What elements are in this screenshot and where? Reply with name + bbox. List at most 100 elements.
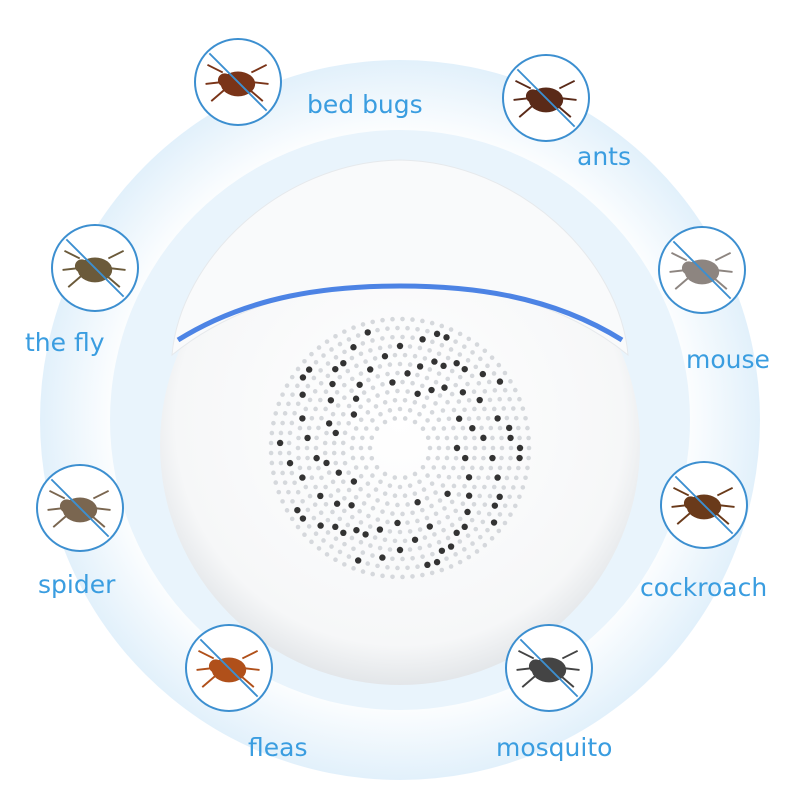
grille-hole: [360, 569, 366, 574]
grille-hole: [351, 546, 356, 552]
grille-hole: [433, 490, 438, 495]
grille-hole: [400, 316, 405, 322]
grille-hole: [491, 371, 497, 376]
grille-hole: [424, 395, 430, 401]
grille-hole: [444, 455, 450, 461]
grille-hole: [373, 404, 379, 409]
grille-hole: [470, 350, 475, 355]
grille-hole: [268, 440, 274, 446]
grille-hole: [316, 425, 321, 431]
grille-hole: [425, 455, 431, 461]
grille-hole: [453, 359, 460, 367]
grille-hole: [312, 502, 318, 507]
grille-hole: [463, 445, 469, 451]
mouse-icon: [669, 240, 733, 300]
grille-hole: [420, 383, 425, 389]
grille-hole: [379, 554, 386, 561]
grille-hole: [351, 566, 356, 571]
grille-hole: [433, 511, 439, 517]
grille-hole: [420, 426, 426, 432]
grille-hole: [517, 396, 522, 402]
grille-hole: [506, 465, 512, 471]
grille-hole: [425, 435, 431, 441]
grille-hole: [427, 543, 432, 548]
grille-hole: [302, 359, 307, 364]
grille-hole: [354, 557, 362, 564]
grille-hole: [365, 561, 371, 566]
grille-hole: [296, 435, 301, 441]
grille-hole: [342, 496, 347, 501]
grille-hole: [342, 329, 347, 334]
grille-hole: [292, 480, 297, 486]
ant-icon: [513, 68, 577, 128]
grille-hole: [453, 339, 458, 344]
grille-hole: [421, 404, 427, 409]
grille-hole: [422, 535, 428, 540]
grille-hole: [471, 389, 477, 395]
grille-hole: [460, 425, 466, 431]
led-strip-icon: [176, 283, 624, 343]
grille-hole: [385, 326, 390, 331]
grille-hole: [331, 440, 337, 446]
grille-hole: [395, 565, 400, 571]
grille-hole: [489, 454, 496, 462]
grille-hole: [390, 316, 395, 322]
grille-hole: [516, 425, 521, 431]
grille-hole: [504, 475, 510, 481]
grille-hole: [380, 509, 385, 514]
grille-hole: [276, 401, 282, 407]
grille-hole: [440, 408, 446, 413]
grille-hole: [441, 527, 446, 533]
grille-hole: [433, 401, 438, 406]
grille-hole: [309, 351, 314, 357]
grille-hole: [322, 450, 328, 456]
grille-hole: [457, 374, 463, 380]
grille-hole: [366, 493, 371, 498]
grille-hole: [353, 426, 359, 431]
grille-hole: [465, 381, 470, 387]
grille-hole: [269, 430, 275, 436]
grille-hole: [382, 419, 388, 425]
grille-hole: [355, 333, 361, 338]
grille-hole: [424, 561, 431, 569]
grille-hole: [466, 397, 472, 403]
grille-hole: [307, 397, 313, 403]
grille-hole: [350, 478, 358, 485]
grille-hole: [420, 507, 425, 513]
grille-hole: [324, 430, 329, 436]
grille-hole: [303, 484, 309, 490]
grille-hole: [318, 397, 323, 403]
grille-hole: [436, 520, 442, 525]
grille-hole: [448, 564, 454, 569]
grille-hole: [476, 415, 481, 421]
grille-hole: [358, 486, 363, 492]
grille-hole: [387, 362, 393, 367]
grille-hole: [390, 574, 395, 580]
grille-hole: [342, 541, 347, 547]
grille-hole: [378, 411, 383, 417]
grille-hole: [439, 567, 445, 573]
grille-hole: [346, 403, 352, 409]
grille-hole: [420, 318, 425, 324]
grille-hole: [313, 484, 318, 490]
grille-hole: [502, 370, 508, 376]
pest-badge: [194, 38, 282, 126]
grille-hole: [432, 532, 437, 537]
grille-hole: [405, 565, 410, 571]
grille-hole: [411, 536, 419, 543]
grille-hole: [385, 390, 390, 395]
grille-hole: [360, 341, 366, 346]
pest-badge: [505, 624, 593, 712]
grille-hole: [520, 406, 526, 411]
grille-hole: [444, 556, 449, 561]
grille-hole: [325, 517, 331, 523]
grille-hole: [476, 475, 481, 481]
grille-hole: [424, 495, 430, 501]
grille-hole: [385, 519, 390, 525]
grille-hole: [349, 514, 355, 520]
grille-hole: [333, 333, 338, 339]
grille-hole: [342, 460, 348, 466]
grille-hole: [287, 430, 293, 436]
grille-hole: [520, 485, 526, 490]
grille-hole: [412, 353, 418, 359]
